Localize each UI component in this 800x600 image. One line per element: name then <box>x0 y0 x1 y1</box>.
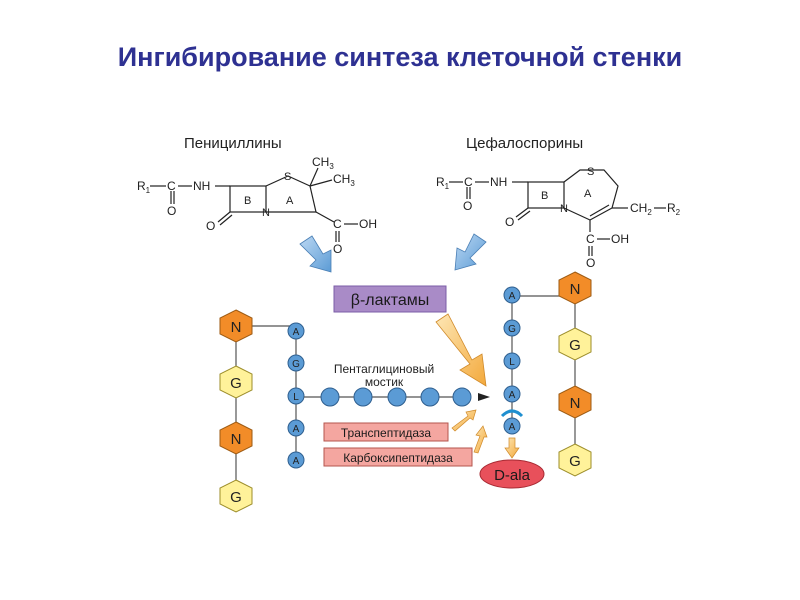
svg-text:G: G <box>292 359 300 370</box>
svg-text:G: G <box>569 337 581 354</box>
penicillin-label: Пенициллины <box>184 135 282 152</box>
penicillin-lactam-o: O <box>206 219 215 233</box>
cephalosporin-structure: Цефалоспорины R1 C NH O B O S A N CH2 R2… <box>436 135 681 270</box>
svg-text:A: A <box>293 327 300 338</box>
svg-text:G: G <box>230 489 242 506</box>
cephalosporin-cooh-o: O <box>586 256 595 270</box>
penicillin-ch3-top: CH3 <box>312 155 334 171</box>
svg-text:N: N <box>231 319 242 336</box>
left-sugar-1: N <box>219 309 253 343</box>
pentaglycine-bridge: Пентаглициновый мостик <box>304 362 490 407</box>
svg-text:G: G <box>508 324 516 335</box>
right-sugar-4: G <box>558 443 592 477</box>
cephalosporin-n: N <box>560 203 568 215</box>
orange-arrow-carboxypeptidase <box>473 425 488 454</box>
pentaglycine-label-1: Пентаглициновый <box>334 362 434 376</box>
glycine-1 <box>320 387 340 407</box>
cephalosporin-r2: R2 <box>667 201 681 217</box>
svg-text:L: L <box>509 357 515 368</box>
cephalosporin-lactam-o: O <box>505 215 514 229</box>
orange-arrow-beta-lactam <box>435 313 487 387</box>
left-peptide-4: A <box>287 419 305 437</box>
left-sugar-4: G <box>219 479 253 513</box>
right-peptide-4: A <box>503 385 521 403</box>
svg-text:N: N <box>231 431 242 448</box>
cephalosporin-ring-b: B <box>541 190 548 202</box>
cephalosporin-side-chain: CH2 <box>630 201 652 217</box>
glycine-3 <box>387 387 407 407</box>
carboxypeptidase-box: Карбоксипептидаза <box>323 447 473 467</box>
right-peptide-1: A <box>503 286 521 304</box>
svg-text:L: L <box>293 392 299 403</box>
cephalosporin-s: S <box>587 166 594 178</box>
right-chain: N G N G A G L A <box>500 271 592 477</box>
penicillin-o-top: O <box>167 204 176 218</box>
transpeptidase-box: Транспептидаза <box>323 422 449 442</box>
svg-text:G: G <box>569 453 581 470</box>
orange-arrow-transpeptidase <box>451 409 477 432</box>
left-peptide-5: A <box>287 451 305 469</box>
left-sugar-2: G <box>219 365 253 399</box>
penicillin-r1: R1 <box>137 179 151 195</box>
beta-lactams-label: β-лактамы <box>351 292 430 309</box>
svg-text:N: N <box>570 395 581 412</box>
cephalosporin-nh: NH <box>490 175 507 189</box>
svg-text:A: A <box>293 456 300 467</box>
penicillin-cooh-oh: OH <box>359 217 377 231</box>
right-sugar-2: G <box>558 327 592 361</box>
glycine-2 <box>353 387 373 407</box>
cephalosporin-c: C <box>464 175 473 189</box>
right-peptide-2: G <box>503 319 521 337</box>
right-sugar-3: N <box>558 385 592 419</box>
cephalosporin-ring-a: A <box>584 188 592 200</box>
carboxypeptidase-label: Карбоксипептидаза <box>343 451 453 465</box>
d-ala-ellipse: D-ala <box>479 459 545 489</box>
right-peptide-5: A <box>503 417 521 435</box>
right-peptide-3: L <box>503 352 521 370</box>
right-sugar-1: N <box>558 271 592 305</box>
left-peptide-3: L <box>287 387 305 405</box>
svg-text:G: G <box>230 375 242 392</box>
cephalosporin-r1: R1 <box>436 175 450 191</box>
penicillin-cooh-c: C <box>333 217 342 231</box>
penicillin-c: C <box>167 179 176 193</box>
cephalosporin-o-top: O <box>463 199 472 213</box>
beta-lactams-box: β-лактамы <box>333 285 447 313</box>
penicillin-ring-a: A <box>286 195 294 207</box>
cephalosporin-cooh-c: C <box>586 232 595 246</box>
penicillin-ch3-right: CH3 <box>333 172 355 188</box>
glycine-4 <box>420 387 440 407</box>
transpeptidase-label: Транспептидаза <box>341 426 432 440</box>
left-peptide-2: G <box>287 354 305 372</box>
penicillin-structure: Пенициллины R1 C NH O B O A S N CH3 CH3 … <box>137 135 377 256</box>
slide-title: Ингибирование синтеза клеточной стенки <box>117 42 683 72</box>
cephalosporin-cooh-oh: OH <box>611 232 629 246</box>
svg-text:A: A <box>509 291 516 302</box>
svg-text:A: A <box>293 424 300 435</box>
pentaglycine-label-2: мостик <box>365 375 404 389</box>
penicillin-cooh-o: O <box>333 242 342 256</box>
cephalosporin-label: Цефалоспорины <box>466 135 583 152</box>
left-sugar-3: N <box>219 421 253 455</box>
svg-text:N: N <box>570 281 581 298</box>
left-chain: N G N G A G L A <box>219 309 305 513</box>
blue-arrow-left <box>299 235 332 273</box>
d-ala-label: D-ala <box>494 467 531 484</box>
svg-text:A: A <box>509 422 516 433</box>
svg-text:A: A <box>509 390 516 401</box>
penicillin-nh: NH <box>193 179 210 193</box>
blue-arrow-right <box>454 233 487 271</box>
penicillin-ring-b: B <box>244 195 251 207</box>
glycine-5 <box>452 387 472 407</box>
penicillin-n: N <box>262 207 270 219</box>
left-peptide-1: A <box>287 322 305 340</box>
penicillin-s: S <box>284 171 291 183</box>
